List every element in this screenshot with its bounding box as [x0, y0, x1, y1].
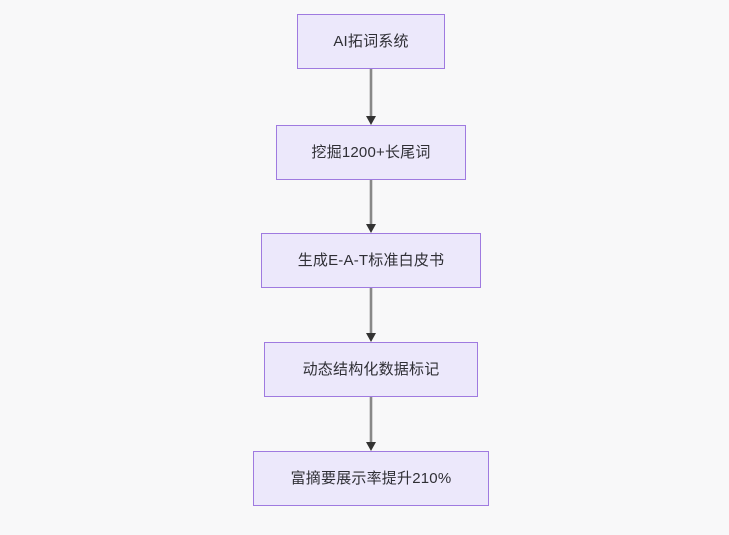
- edge-node-4-to-node-5: [359, 397, 383, 451]
- edge-node-2-to-node-3: [359, 180, 383, 233]
- flow-node-label: 挖掘1200+长尾词: [311, 144, 431, 161]
- flow-node-dynamic-structured-data-markup[interactable]: 动态结构化数据标记: [264, 342, 478, 397]
- flow-node-ai-keyword-system[interactable]: AI拓词系统: [297, 14, 445, 69]
- edge-node-3-to-node-4: [359, 288, 383, 342]
- flow-node-label: 动态结构化数据标记: [302, 361, 440, 378]
- flow-node-label: 富摘要展示率提升210%: [290, 470, 452, 487]
- flow-node-rich-snippet-impression-lift[interactable]: 富摘要展示率提升210%: [253, 451, 489, 506]
- edge-node-1-to-node-2: [359, 69, 383, 125]
- flow-node-label: AI拓词系统: [333, 33, 409, 50]
- flow-node-label: 生成E-A-T标准白皮书: [297, 252, 445, 269]
- flow-node-generate-eat-whitepaper[interactable]: 生成E-A-T标准白皮书: [261, 233, 481, 288]
- flow-node-mine-longtail-keywords[interactable]: 挖掘1200+长尾词: [276, 125, 466, 180]
